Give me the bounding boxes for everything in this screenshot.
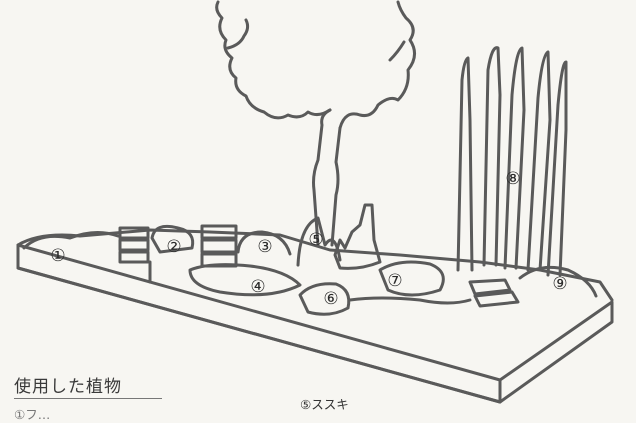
label-8: ⑧ [505,169,521,189]
label-2: ② [166,237,182,257]
plant-3-shrub [236,230,292,256]
label-1: ① [50,246,66,266]
plant-item-1-partial: ①フ… [14,407,51,422]
label-3: ③ [257,237,273,257]
plant-9-shrub [518,265,598,298]
plant-5-rock [296,216,342,267]
tray-front-face [498,300,614,404]
plant-4-rock [188,263,302,297]
step-stones-middle [200,224,238,240]
step-stones-left [118,226,150,240]
label-9: ⑨ [552,274,568,294]
label-6: ⑥ [323,289,339,309]
plant-2-shrub [150,224,195,254]
tree-trunk [312,108,332,247]
step-stones-right [468,278,512,296]
plant-7-rock [333,203,382,270]
plant-item-5: ⑤ススキ [300,397,349,412]
label-4: ④ [250,277,266,297]
plant-1-mound [22,231,120,250]
tree-canopy [338,0,416,130]
label-7: ⑦ [387,271,403,291]
plants-heading: 使用した植物 [14,372,162,399]
label-5: ⑤ [308,230,324,250]
plant-6-rock [298,282,351,316]
grass-stalks [456,56,474,272]
